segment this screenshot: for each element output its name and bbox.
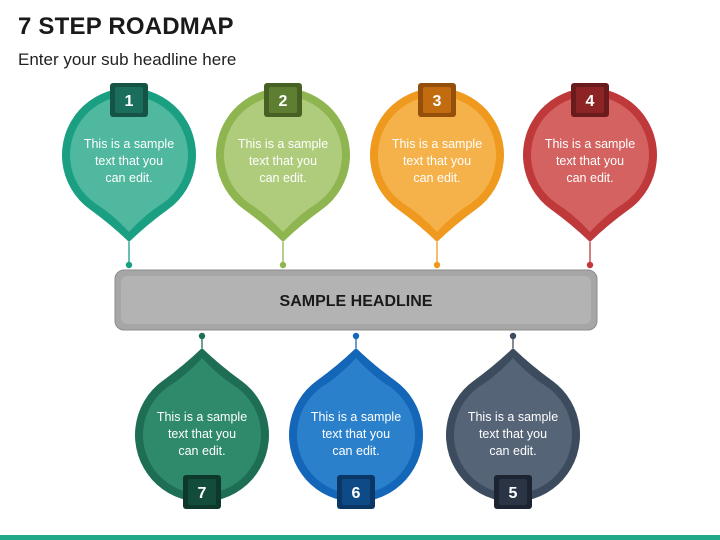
pin-inner bbox=[223, 96, 342, 233]
step-text-line: text that you bbox=[95, 154, 163, 168]
step-number: 7 bbox=[198, 485, 207, 502]
step-text-line: can edit. bbox=[413, 171, 460, 185]
page-title: 7 STEP ROADMAP bbox=[18, 13, 234, 40]
step-number: 6 bbox=[352, 485, 361, 502]
step-text-line: This is a sample bbox=[84, 137, 174, 151]
connector-dot bbox=[125, 261, 133, 269]
step-text-line: text that you bbox=[322, 427, 390, 441]
connector-dot bbox=[586, 261, 594, 269]
step-pin-5: 5 This is a sample text that you can edit. bbox=[446, 348, 580, 509]
step-pin-6: 6 This is a sample text that you can edit. bbox=[288, 348, 424, 509]
pin-inner bbox=[297, 358, 415, 494]
step-text-line: can edit. bbox=[105, 171, 152, 185]
pin-inner bbox=[454, 358, 572, 494]
badge bbox=[188, 479, 216, 505]
bottom-accent-bar bbox=[0, 535, 720, 540]
step-text-line: can edit. bbox=[489, 444, 536, 458]
step-text-line: can edit. bbox=[259, 171, 306, 185]
headline-text: SAMPLE HEADLINE bbox=[280, 293, 433, 310]
connector-dot bbox=[352, 332, 360, 340]
headline-bar-inner bbox=[121, 276, 591, 324]
pin-inner bbox=[70, 95, 188, 232]
badge bbox=[342, 479, 370, 505]
badge bbox=[576, 87, 604, 113]
step-text-line: This is a sample bbox=[157, 410, 247, 424]
connector-dot bbox=[433, 261, 441, 269]
step-text-line: can edit. bbox=[178, 444, 225, 458]
step-text-line: text that you bbox=[249, 154, 317, 168]
badge bbox=[269, 87, 297, 113]
badge bbox=[115, 87, 143, 113]
step-text-line: text that you bbox=[479, 427, 547, 441]
step-pin-7: 7 This is a sample text that you can edit. bbox=[135, 348, 269, 509]
step-text-line: This is a sample bbox=[545, 137, 635, 151]
step-text-line: can edit. bbox=[332, 444, 379, 458]
step-text-line: text that you bbox=[556, 154, 624, 168]
pin-inner bbox=[378, 96, 496, 232]
badge bbox=[423, 87, 451, 113]
step-number: 4 bbox=[586, 93, 595, 110]
step-number: 1 bbox=[125, 93, 134, 110]
connectors bbox=[125, 242, 594, 348]
connector-dot bbox=[198, 332, 206, 340]
connector-dot bbox=[509, 332, 517, 340]
step-text-line: text that you bbox=[403, 154, 471, 168]
step-number: 2 bbox=[279, 93, 288, 110]
pin-inner bbox=[143, 358, 261, 494]
page-subtitle: Enter your sub headline here bbox=[18, 50, 237, 69]
step-text-line: This is a sample bbox=[392, 137, 482, 151]
step-text-line: This is a sample bbox=[238, 137, 328, 151]
pin-inner bbox=[530, 95, 649, 232]
badge bbox=[499, 479, 527, 505]
step-number: 5 bbox=[509, 485, 518, 502]
step-text-line: This is a sample bbox=[468, 410, 558, 424]
step-text-line: text that you bbox=[168, 427, 236, 441]
connector-dot bbox=[279, 261, 287, 269]
step-text-line: This is a sample bbox=[311, 410, 401, 424]
step-text-line: can edit. bbox=[566, 171, 613, 185]
step-number: 3 bbox=[433, 93, 442, 110]
